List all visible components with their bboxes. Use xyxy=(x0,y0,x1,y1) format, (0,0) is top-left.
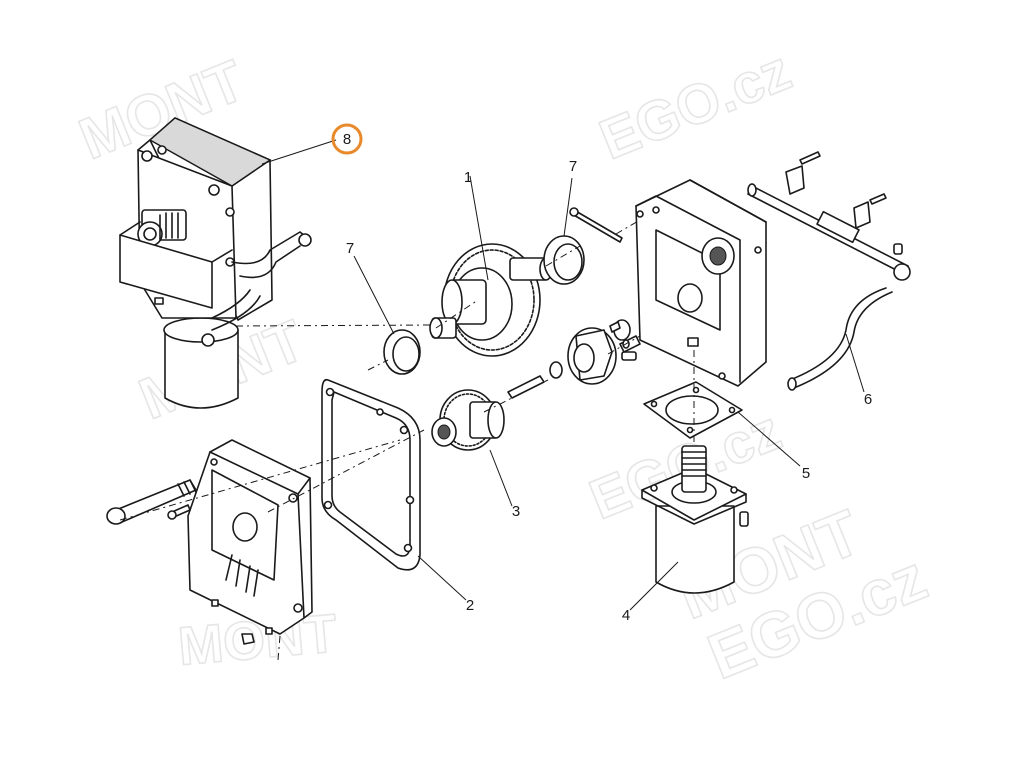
highlight-ring xyxy=(331,123,363,155)
part-4-motor xyxy=(629,445,749,611)
callout-7-left[interactable]: 7 xyxy=(346,240,354,257)
callout-8[interactable]: 8 xyxy=(343,131,351,148)
part-7-seal-right xyxy=(543,177,585,285)
watermark-text-bottom: EGO.cz xyxy=(591,38,799,171)
callout-4[interactable]: 4 xyxy=(622,607,630,624)
part-2-gasket xyxy=(321,378,467,601)
misc-fasteners xyxy=(609,321,641,353)
housing-cover-left xyxy=(106,439,313,645)
center-lines xyxy=(119,219,695,661)
callout-5[interactable]: 5 xyxy=(802,465,810,482)
part-1-gear-shaft xyxy=(429,175,553,357)
main-housing-right xyxy=(569,179,767,387)
part-6-crank-handle xyxy=(747,151,911,393)
callout-1[interactable]: 1 xyxy=(464,169,472,186)
callout-3[interactable]: 3 xyxy=(512,503,520,520)
part-7-seal-left xyxy=(353,255,421,375)
callout-6[interactable]: 6 xyxy=(864,391,872,408)
part-3-small-gear xyxy=(431,375,545,507)
bearing-flange xyxy=(549,319,637,385)
callout-7-right[interactable]: 7 xyxy=(569,158,577,175)
callout-2[interactable]: 2 xyxy=(466,597,474,614)
part-8-assembled-gearbox xyxy=(119,117,337,409)
part-5-motor-gasket xyxy=(643,381,801,467)
callout-labels: 8 1 7 7 3 2 5 4 6 xyxy=(331,123,872,624)
